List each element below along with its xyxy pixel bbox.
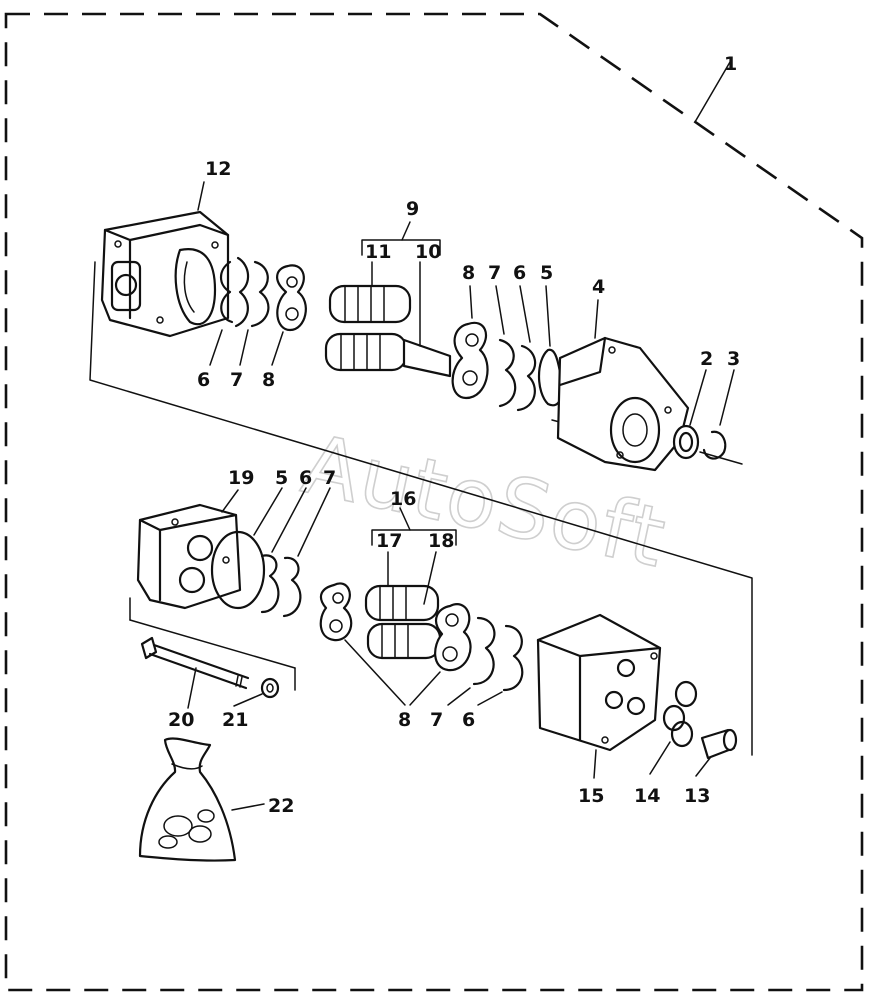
leader-22 (231, 803, 265, 811)
leader-5-lower (253, 487, 283, 536)
leader-6-lower-b (477, 691, 503, 706)
callout-16: 16 (390, 488, 416, 510)
sleeve-part-13 (700, 728, 738, 760)
seal-group-upper-right (451, 321, 564, 412)
callout-2: 2 (700, 348, 713, 370)
leader-7-upper (495, 285, 505, 335)
assembly-boundary (4, 12, 864, 992)
callout-8-left: 8 (262, 369, 275, 391)
seal-group-lower-left (210, 530, 353, 642)
callout-6-bottom: 6 (462, 709, 475, 731)
callout-11: 11 (365, 241, 391, 263)
callout-15: 15 (578, 785, 604, 807)
leader-6a (209, 329, 223, 366)
callout-7-bottom: 7 (430, 709, 443, 731)
gear-set-part-9 (324, 221, 452, 378)
callout-7-lower: 7 (323, 467, 336, 489)
leader-8-lower-a (344, 639, 406, 706)
leader-1 (694, 61, 731, 123)
leader-6-upper (519, 285, 531, 343)
seal-group-lower-right (434, 603, 524, 692)
callout-19: 19 (228, 467, 254, 489)
leader-7-lower (297, 487, 331, 557)
callout-6-lower: 6 (299, 467, 312, 489)
leader-4 (594, 299, 599, 339)
leader-12 (197, 181, 205, 211)
gear-set-part-16 (364, 507, 457, 660)
leader-3 (719, 369, 735, 426)
housing-part-19 (136, 503, 242, 610)
callout-22: 22 (268, 795, 294, 817)
leader-8a (271, 331, 284, 366)
callout-3: 3 (727, 348, 740, 370)
callout-20: 20 (168, 709, 194, 731)
o-rings-part-14 (662, 680, 698, 748)
callout-5-lower: 5 (275, 467, 288, 489)
callout-4: 4 (592, 276, 605, 298)
callout-14: 14 (634, 785, 660, 807)
leader-15 (593, 749, 597, 779)
callout-10: 10 (415, 241, 441, 263)
leader-8-lower-b (409, 671, 441, 706)
rear-housing-part-12 (100, 210, 230, 338)
washer-part-21 (260, 677, 280, 699)
leader-5-upper (545, 285, 551, 347)
leader-7a (239, 329, 249, 366)
callout-18: 18 (428, 530, 454, 552)
callout-12: 12 (205, 158, 231, 180)
callout-1: 1 (724, 53, 737, 75)
leader-13 (695, 757, 711, 777)
callout-8-lower: 8 (398, 709, 411, 731)
callout-6-upper: 6 (513, 262, 526, 284)
circlip-part-3 (699, 430, 743, 465)
callout-7-left: 7 (230, 369, 243, 391)
callout-9: 9 (406, 198, 419, 220)
callout-21: 21 (222, 709, 248, 731)
callout-7-upper: 7 (488, 262, 501, 284)
parts-bag-part-22 (138, 737, 237, 862)
leader-7-lower (447, 687, 471, 706)
callout-labels: 1 2 3 4 5 6 7 8 9 10 11 12 6 7 8 19 5 6 … (168, 53, 740, 817)
seal-group-upper-left (219, 256, 307, 332)
leader-21 (233, 693, 263, 707)
front-housing-part-4 (556, 336, 690, 472)
end-cover-part-15 (536, 613, 662, 752)
leader-2 (689, 369, 707, 426)
leader-20 (187, 667, 197, 709)
callout-6-left: 6 (197, 369, 210, 391)
callout-13: 13 (684, 785, 710, 807)
leader-6-lower (271, 487, 307, 553)
leader-19 (221, 489, 239, 513)
callout-5-upper: 5 (540, 262, 553, 284)
bolt-part-20 (140, 636, 250, 690)
leader-14 (649, 741, 671, 775)
callout-8-upper: 8 (462, 262, 475, 284)
seal-part-2 (672, 424, 700, 460)
callout-17: 17 (376, 530, 402, 552)
leader-8-upper (469, 285, 473, 319)
